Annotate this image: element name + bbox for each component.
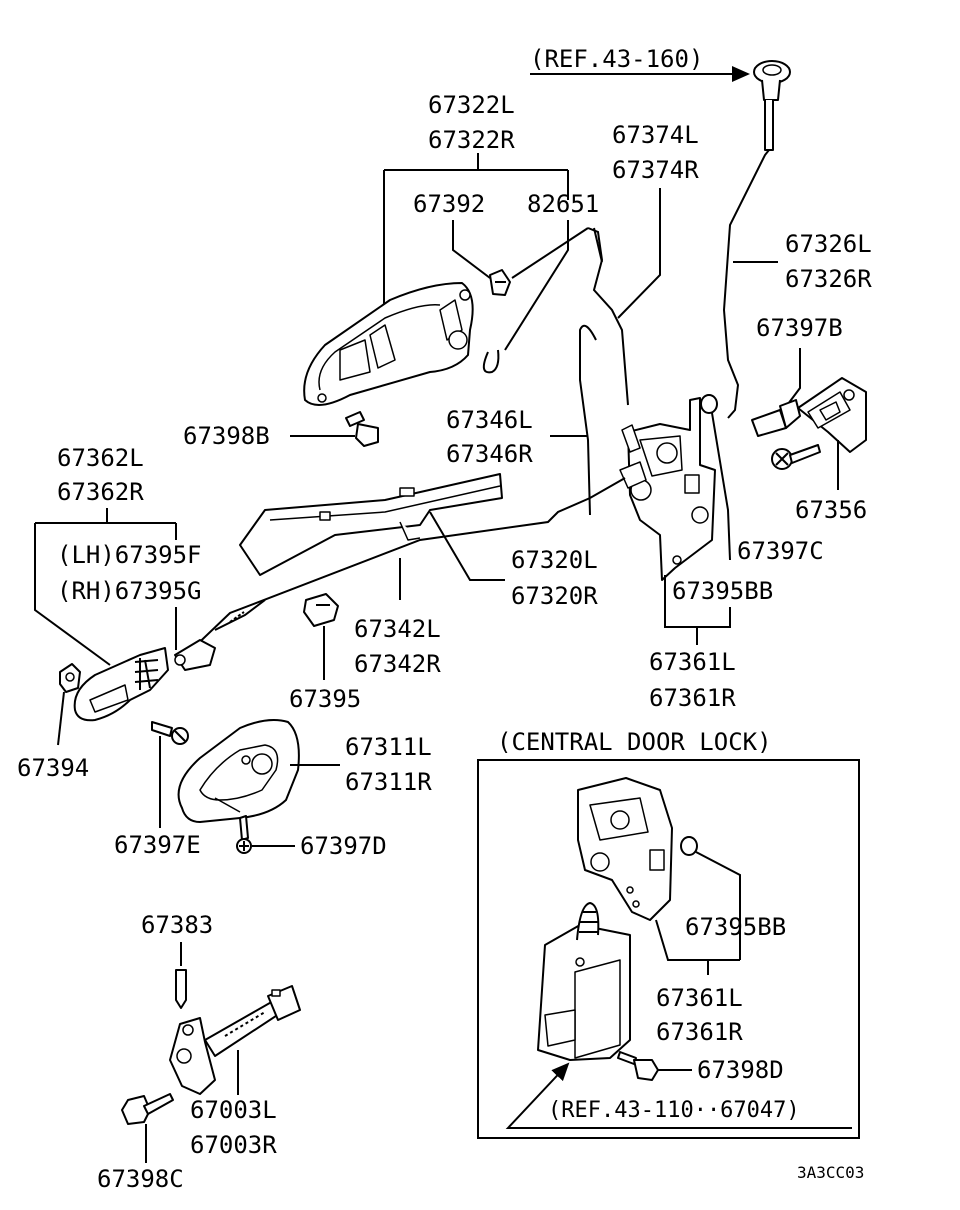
screw-67397d-part: [236, 815, 252, 854]
label-67383: 67383: [141, 911, 213, 939]
label-67398b: 67398B: [183, 422, 270, 450]
leader-67395bb: [711, 412, 731, 561]
leader-82651: [504, 220, 569, 351]
ref-label-bottom: (REF.43-110··67047): [548, 1098, 800, 1123]
label-67356: 67356: [795, 496, 867, 524]
reinforcement-bar-part: [239, 473, 503, 576]
latch-assembly-part: [619, 397, 716, 581]
leader-67374: [617, 188, 661, 319]
rod-67374-part-2: [593, 227, 603, 263]
label-67395f: (LH)67395F: [57, 541, 202, 569]
label-67362r: 67362R: [57, 478, 144, 506]
label-67397e: 67397E: [114, 831, 201, 859]
bracket-67362: [34, 508, 177, 666]
rod-67342-end: [229, 611, 245, 623]
central-bolt-67398d-part: [617, 1051, 659, 1081]
label-67395: 67395: [289, 685, 361, 713]
label-67394: 67394: [17, 754, 89, 782]
leader-82651-clip: [511, 227, 589, 279]
bracket-67361: [664, 575, 731, 645]
central-label-67361l: 67361L: [656, 984, 743, 1012]
central-label-67398d: 67398D: [697, 1056, 784, 1084]
label-67398c: 67398C: [97, 1165, 184, 1193]
clip-67392-part: [489, 269, 511, 296]
label-67346l: 67346L: [446, 406, 533, 434]
label-67326l: 67326L: [785, 230, 872, 258]
label-67342l: 67342L: [354, 615, 441, 643]
screw-67397c-part: [771, 444, 821, 470]
label-67361l: 67361L: [649, 648, 736, 676]
rod-67342-part: [214, 599, 266, 631]
lock-knob-part: [753, 60, 791, 151]
label-67374l: 67374L: [612, 121, 699, 149]
label-67395bb: 67395BB: [672, 577, 773, 605]
leader-67394: [57, 691, 65, 746]
bolt-67398c-part: [121, 1093, 174, 1125]
screw-67397e-part: [151, 721, 189, 745]
striker-67356-part: [797, 377, 867, 453]
leader-67397b: [784, 348, 801, 409]
central-door-lock-frame: [477, 759, 860, 1139]
inner-handle-part: [177, 719, 300, 823]
label-67362l: 67362L: [57, 444, 144, 472]
spring-82651-part: [482, 349, 500, 374]
label-67374r: 67374R: [612, 156, 699, 184]
label-82651: 82651: [527, 190, 599, 218]
rod-67320-part: [184, 477, 626, 657]
central-actuator-part: [537, 902, 631, 1061]
inner-lever-part: [73, 647, 169, 722]
diagram-code: 3A3CC03: [797, 1163, 864, 1182]
label-67346r: 67346R: [446, 440, 533, 468]
label-67003l: 67003L: [190, 1096, 277, 1124]
label-67320r: 67320R: [511, 582, 598, 610]
bolt-67398b-part: [345, 411, 379, 447]
label-67342r: 67342R: [354, 650, 441, 678]
door-check-part: [169, 985, 301, 1095]
label-67326r: 67326R: [785, 265, 872, 293]
pin-67383-part: [175, 969, 187, 1009]
clip-67395-part: [303, 593, 339, 627]
outer-handle-part: [303, 282, 474, 406]
rod-67346-part: [579, 324, 597, 516]
label-67003r: 67003R: [190, 1131, 277, 1159]
label-67395g: (RH)67395G: [57, 577, 202, 605]
label-67397d: 67397D: [300, 832, 387, 860]
label-67397c: 67397C: [737, 537, 824, 565]
ref-label-top: (REF.43-160): [530, 45, 703, 73]
screw-67397b-part: [751, 399, 801, 437]
ref-arrow-bottom: [505, 1062, 852, 1129]
label-67397b: 67397B: [756, 314, 843, 342]
label-67320l: 67320L: [511, 546, 598, 574]
leader-67392: [452, 220, 491, 279]
bracket-67322: [383, 153, 569, 320]
cap-67394-part: [59, 663, 81, 693]
central-bracket-67361: [655, 919, 740, 975]
rod-67374-part: [587, 227, 629, 406]
label-67311r: 67311R: [345, 768, 432, 796]
central-leader-67395bb: [695, 851, 741, 960]
central-label-67395bb: 67395BB: [685, 913, 786, 941]
label-67311l: 67311L: [345, 733, 432, 761]
connector-67395fg-part: [174, 639, 216, 671]
central-latch-part: [577, 777, 673, 921]
label-67392: 67392: [413, 190, 485, 218]
central-label-67361r: 67361R: [656, 1018, 743, 1046]
label-67361r: 67361R: [649, 684, 736, 712]
central-grommet-part: [680, 836, 698, 856]
grommet-67395bb-part: [700, 394, 718, 414]
leader-67320: [429, 511, 505, 581]
central-door-lock-title: (CENTRAL DOOR LOCK): [497, 728, 772, 756]
lock-rod-67326: [722, 149, 770, 419]
label-67322r: 67322R: [428, 126, 515, 154]
label-67322l: 67322L: [428, 91, 515, 119]
